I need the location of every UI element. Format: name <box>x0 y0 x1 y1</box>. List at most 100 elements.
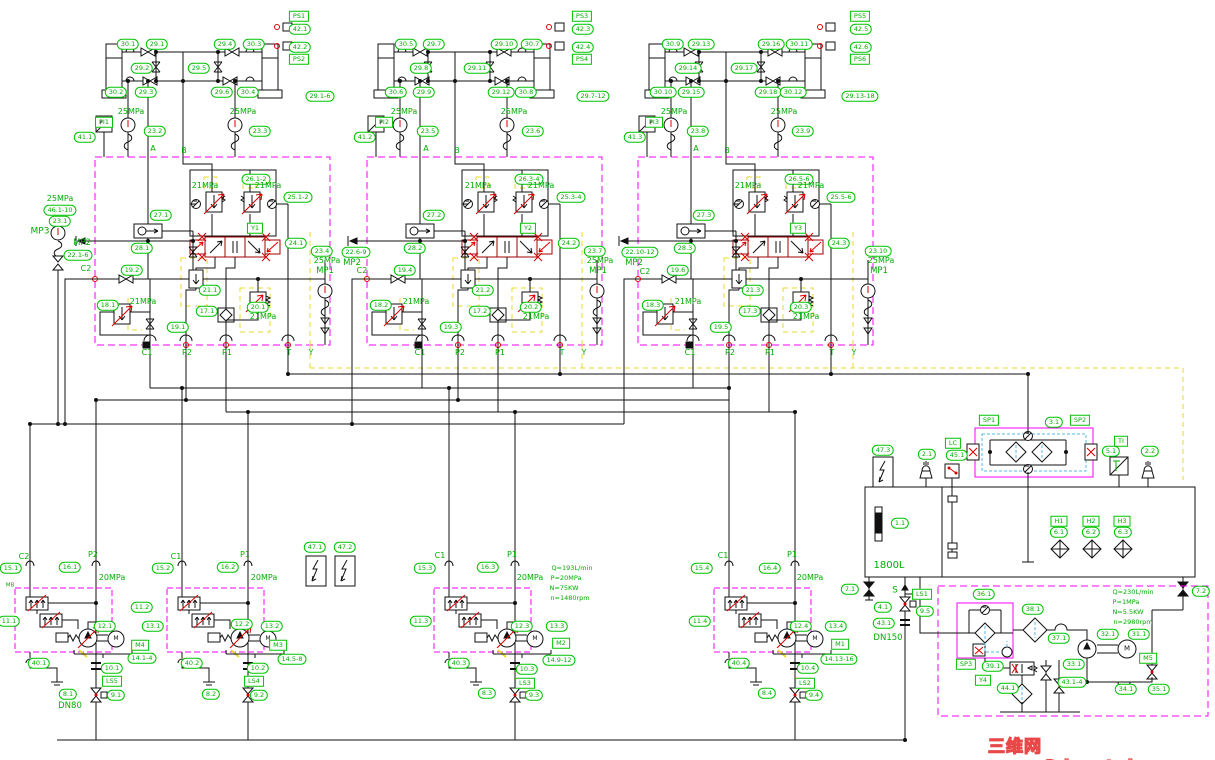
diagram-label: 1800L <box>873 560 905 571</box>
diagram-label: 21MPa <box>792 312 820 321</box>
diagram-label: 6.1 <box>1049 526 1069 538</box>
diagram-label: 12.3 <box>510 620 534 632</box>
diagram-label: 29.18 <box>754 86 782 98</box>
diagram-label: 25MPa <box>770 107 798 116</box>
diagram-label: n=2980rpm <box>1113 617 1153 626</box>
diagram-label: SP3 <box>955 658 977 670</box>
diagram-label: 29.6 <box>210 86 234 98</box>
diagram-label: 21MPa <box>527 181 555 190</box>
diagram-label: 25.5-6 <box>826 191 856 203</box>
diagram-label: 25MPa <box>586 256 614 265</box>
diagram-label: 21MPa <box>254 181 282 190</box>
diagram-label: n=1480rpm <box>550 593 590 602</box>
diagram-label: T <box>559 348 565 357</box>
diagram-label: 26.1-2 <box>241 173 271 185</box>
diagram-label: 20MPa <box>250 573 278 582</box>
diagram-label: 21MPa <box>402 297 430 306</box>
diagram-label: 30.8 <box>514 86 538 98</box>
diagram-label: P2 <box>88 550 98 559</box>
diagram-label: 34.1 <box>1114 683 1138 695</box>
diagram-label: P <box>649 120 653 127</box>
diagram-label: 29.4 <box>213 38 237 50</box>
diagram-label: 29.13-18 <box>841 90 879 102</box>
diagram-label: 26.3-4 <box>514 173 544 185</box>
diagram-label: 26.5-6 <box>784 173 814 185</box>
diagram-label: P=20MPa <box>550 573 582 582</box>
diagram-label: 30.3 <box>242 38 266 50</box>
diagram-label: 25MPa <box>117 107 145 116</box>
diagram-label: 13.4 <box>824 620 848 632</box>
diagram-label: 22.1-6 <box>63 249 93 261</box>
diagram-label: P <box>379 120 383 127</box>
diagram-label: 30.6 <box>384 86 408 98</box>
diagram-label: 8.3 <box>477 687 497 699</box>
diagram-label: 15.1 <box>0 562 23 574</box>
diagram-label: 10.4 <box>796 662 820 674</box>
diagram-label: H2 <box>1082 515 1100 527</box>
diagram-label: 23.4 <box>310 245 334 257</box>
diagram-label: 29.11 <box>463 62 491 74</box>
diagram-label: 25MPa <box>867 256 895 265</box>
diagram-label: MB <box>5 582 15 589</box>
diagram-label: 25MPa <box>46 194 74 203</box>
diagram-label: 25.3-4 <box>556 191 586 203</box>
diagram-label: 23.5 <box>416 125 440 137</box>
diagram-label: 29.3 <box>134 86 158 98</box>
diagram-label: 27.3 <box>692 209 716 221</box>
diagram-label: 29.1 <box>145 38 169 50</box>
diagram-label: PS3 <box>571 10 593 22</box>
diagram-label: M2 <box>552 637 570 649</box>
diagram-label: 11.3 <box>409 615 433 627</box>
diagram-label: 43.1 <box>872 617 896 629</box>
diagram-label: 10.3 <box>515 663 539 675</box>
diagram-label: 20.3 <box>789 301 813 313</box>
diagram-label: Q=230L/min <box>1112 587 1154 596</box>
diagram-label: 14.13-16 <box>820 653 858 665</box>
diagram-label: 30.10 <box>649 86 677 98</box>
diagram-label: 30.11 <box>785 38 813 50</box>
diagram-label: 12.4 <box>789 620 813 632</box>
diagram-label: 19.5 <box>709 321 733 333</box>
watermark: 三维网www.3dportal.cn <box>987 736 1165 760</box>
diagram-label: 25.1-2 <box>283 191 313 203</box>
diagram-label: C1 <box>434 551 446 560</box>
diagram-label: S <box>892 585 898 596</box>
diagram-label: 29.15 <box>677 86 705 98</box>
diagram-label: M5 <box>1139 652 1157 664</box>
diagram-label: 20MPa <box>98 573 126 582</box>
diagram-label: 46.1-10 <box>43 204 77 216</box>
diagram-label: PS1 <box>288 10 310 22</box>
diagram-label: 21MPa <box>191 181 219 190</box>
diagram-label: DN150 <box>873 632 903 643</box>
diagram-label: 14.5-8 <box>277 653 307 665</box>
diagram-label: 30.7 <box>520 38 544 50</box>
diagram-label: 9.2 <box>249 689 269 701</box>
diagram-label: 21MPa <box>797 181 825 190</box>
diagram-label: 21MPa <box>129 297 157 306</box>
diagram-label: M <box>532 635 538 642</box>
diagram-label: 18.2 <box>369 299 393 311</box>
diagram-label: 19.1 <box>166 321 190 333</box>
diagram-label: H1 <box>1050 515 1068 527</box>
diagram-label: 42.2 <box>288 41 312 53</box>
diagram-label: P2 <box>725 348 735 357</box>
diagram-label: 30.2 <box>104 86 128 98</box>
diagram-label: 22.10-12 <box>621 246 659 258</box>
diagram-label: 27.1 <box>149 209 173 221</box>
diagram-label: 20MPa <box>796 573 824 582</box>
diagram-label: P1 <box>240 550 250 559</box>
diagram-label: 6.2 <box>1081 526 1101 538</box>
diagram-label: 30.9 <box>661 38 685 50</box>
diagram-label: 47.1 <box>303 541 327 553</box>
diagram-label: C1 <box>717 551 729 560</box>
diagram-label: M3 <box>269 639 287 651</box>
diagram-label: PS4 <box>571 53 593 65</box>
diagram-label: 29.7 <box>422 38 446 50</box>
diagram-label: 35.1 <box>1147 683 1171 695</box>
diagram-label: 30.5 <box>394 38 418 50</box>
diagram-label: 24.1 <box>284 237 308 249</box>
diagram-label: 39.1 <box>981 660 1005 672</box>
